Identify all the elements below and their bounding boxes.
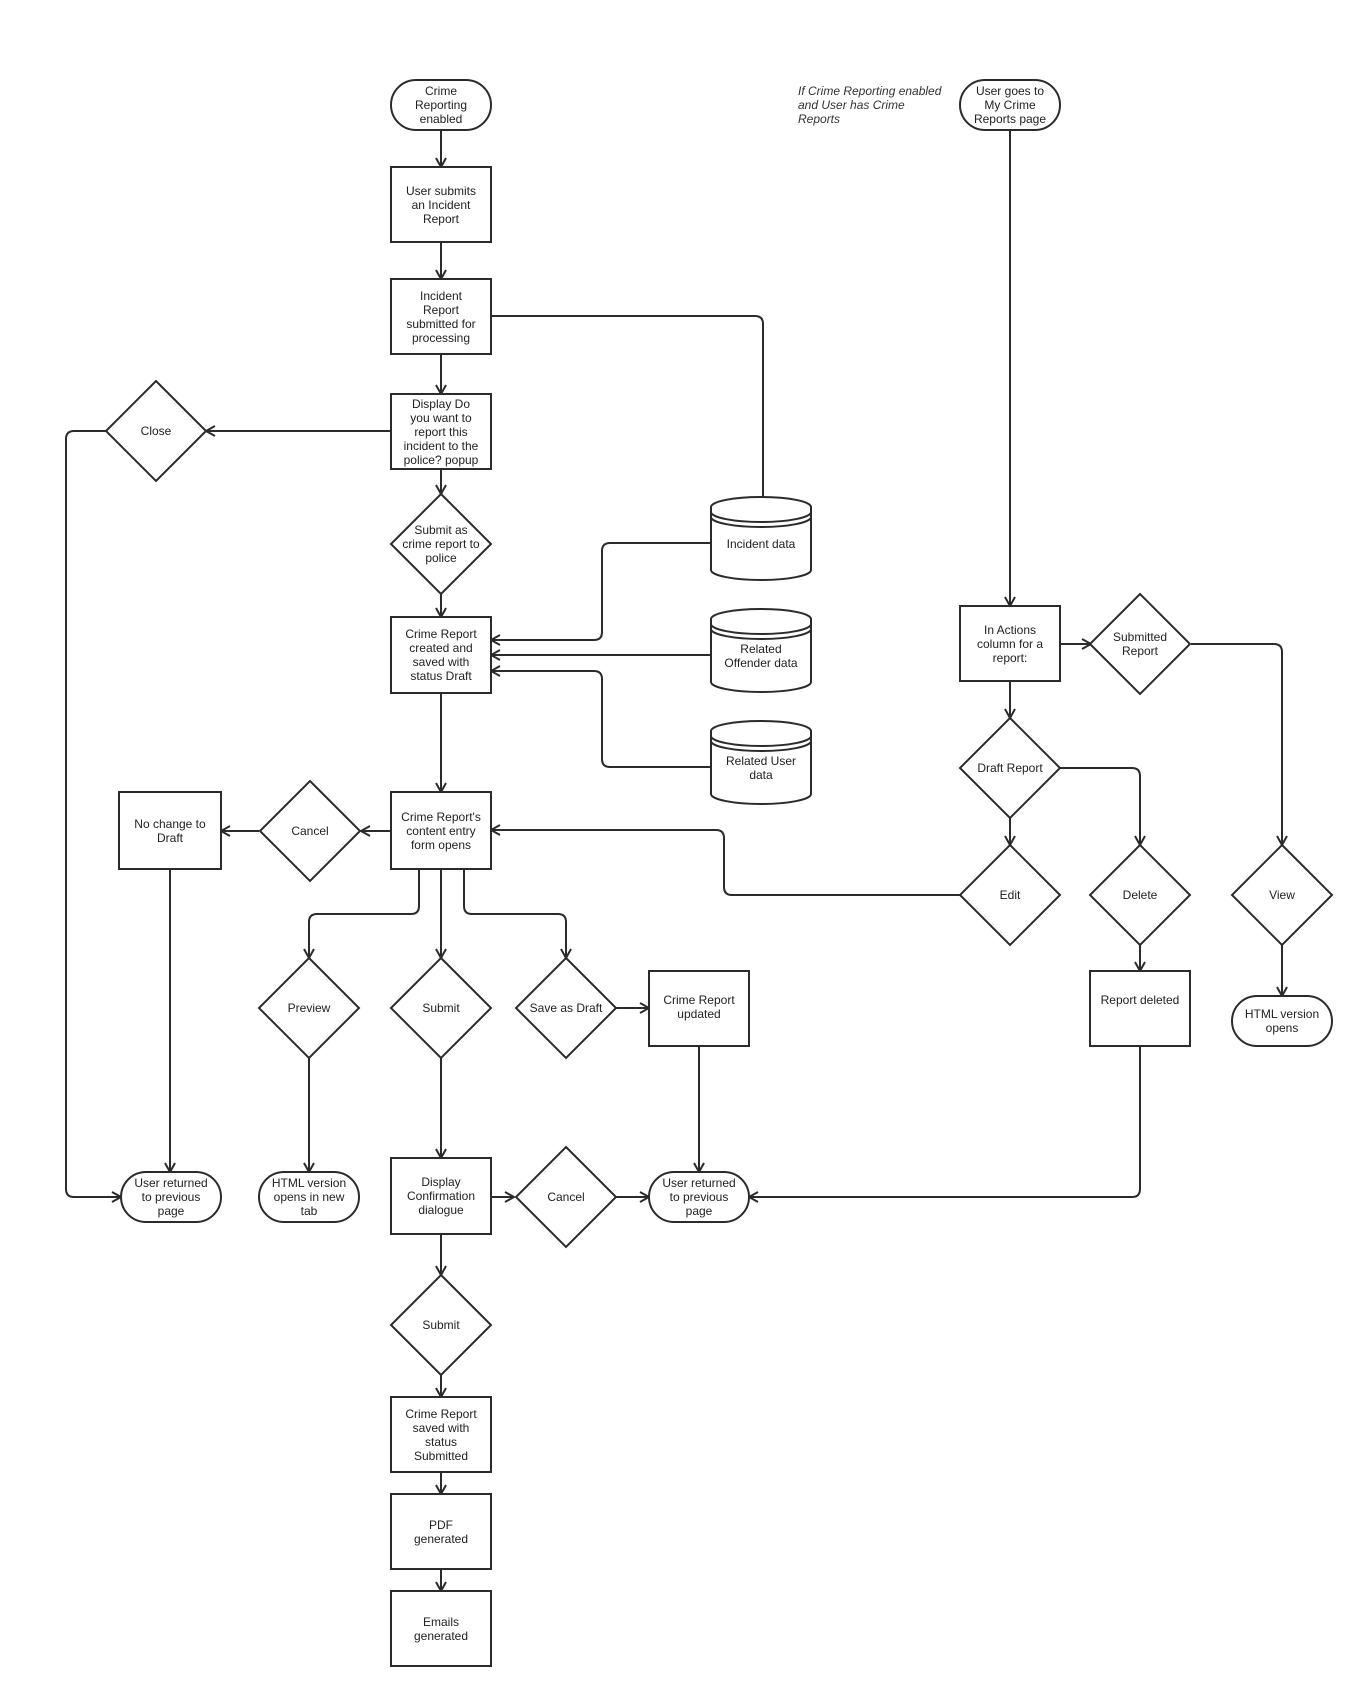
process-box xyxy=(390,1590,492,1667)
edit-decision-label: Edit xyxy=(999,888,1021,902)
my-reports-terminator xyxy=(959,79,1061,131)
related-offender-label: Related Offender data xyxy=(724,641,798,670)
related-offender-store xyxy=(710,608,812,693)
submitted-report-label: Submitted Report xyxy=(1112,630,1168,658)
decision-diamond xyxy=(389,956,493,1060)
view-decision-label: View xyxy=(1269,888,1295,902)
html-version-opens-label: HTML version opens xyxy=(1244,1007,1320,1035)
report-deleted-label: Report deleted xyxy=(1100,993,1180,1007)
pdf-generated-label: PDF generated xyxy=(413,1517,469,1546)
cancel-form-label: Cancel xyxy=(291,824,329,838)
start-terminator xyxy=(390,79,492,131)
display-popup-label: Display Do you want to report this incid… xyxy=(403,396,479,467)
saved-submitted-label: Crime Report saved with status Submitted xyxy=(405,1406,477,1463)
incident-submitted-label: Incident Report submitted for processing xyxy=(406,288,476,345)
submit-decision-label: Submit xyxy=(422,1001,460,1015)
decision-diamond xyxy=(104,379,208,483)
process-box xyxy=(390,278,492,355)
user-returned-left-label: User returned to previous page xyxy=(134,1176,208,1218)
user-submits-incident-label: User submits an Incident Report xyxy=(405,183,476,226)
decision-diamond xyxy=(958,716,1062,820)
delete-decision-label: Delete xyxy=(1122,888,1158,902)
submit-as-crime-label: Submit as crime report to police xyxy=(402,523,480,565)
decision-diamond xyxy=(514,1145,618,1249)
decision-diamond xyxy=(958,843,1062,947)
submit-final-label: Submit xyxy=(422,1318,460,1332)
decision-diamond xyxy=(1088,592,1192,696)
process-box xyxy=(648,970,750,1047)
draft-report-label: Draft Report xyxy=(977,761,1043,775)
decision-diamond xyxy=(389,1273,493,1377)
edges xyxy=(65,130,1282,1591)
user-goes-my-reports-label: User goes to My Crime Reports page xyxy=(973,84,1047,126)
decision-diamond xyxy=(1088,843,1192,947)
process-box xyxy=(390,616,492,694)
incident-data-store xyxy=(710,496,812,581)
decision-diamond xyxy=(258,779,362,883)
shapes xyxy=(104,79,1334,1667)
decision-diamond xyxy=(514,956,618,1060)
user-returned-left-terminator xyxy=(120,1171,222,1223)
crime-report-updated-label: Crime Report updated xyxy=(663,993,735,1021)
process-box xyxy=(390,1396,492,1473)
user-returned-mid-terminator xyxy=(648,1171,750,1223)
process-box xyxy=(390,393,492,470)
process-box xyxy=(959,605,1061,682)
related-user-store xyxy=(710,720,812,805)
preview-decision-label: Preview xyxy=(287,1001,331,1015)
start-crime-reporting-label: Crime Reporting enabled xyxy=(414,84,468,126)
html-new-tab-terminator xyxy=(258,1171,360,1223)
condition-note: If Crime Reporting enabled and User has … xyxy=(798,84,942,126)
process-box xyxy=(1089,970,1191,1047)
decision-diamond xyxy=(257,956,361,1060)
decision-diamond xyxy=(1230,843,1334,947)
related-user-label: Related User data xyxy=(725,753,797,782)
no-change-draft-label: No change to Draft xyxy=(134,816,206,845)
html-new-tab-label: HTML version opens in new tab xyxy=(271,1176,347,1218)
process-box xyxy=(390,1157,492,1235)
process-box xyxy=(390,166,492,243)
user-returned-mid-label: User returned to previous page xyxy=(662,1176,736,1218)
actions-column-label: In Actions column for a report: xyxy=(976,622,1044,665)
process-box xyxy=(390,1493,492,1570)
incident-data-label: Incident data xyxy=(726,536,796,551)
emails-generated-label: Emails generated xyxy=(413,1614,469,1643)
display-confirmation-label: Display Confirmation dialogue xyxy=(406,1175,476,1217)
save-as-draft-label: Save as Draft xyxy=(529,1001,603,1015)
decision-diamond xyxy=(389,492,493,596)
process-box xyxy=(118,791,222,870)
process-box xyxy=(390,791,492,870)
crime-report-created-label: Crime Report created and saved with stat… xyxy=(405,627,477,683)
html-version-terminator xyxy=(1231,995,1333,1047)
content-form-opens-label: Crime Report's content entry form opens xyxy=(401,809,481,852)
cancel-confirmation-label: Cancel xyxy=(547,1190,585,1204)
close-decision-label: Close xyxy=(140,424,172,438)
